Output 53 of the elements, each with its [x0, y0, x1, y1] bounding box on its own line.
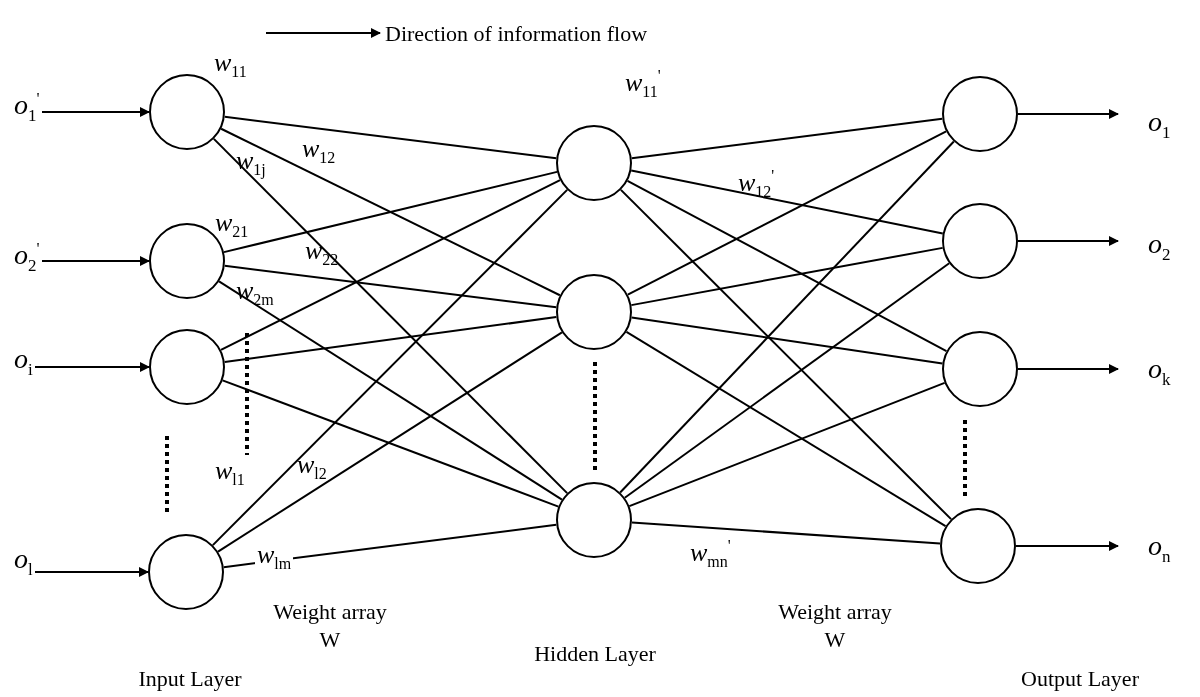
connection-line	[630, 117, 944, 160]
weight-array-label: Weight array W	[777, 598, 893, 653]
connection-line	[628, 381, 946, 508]
connection-line	[625, 330, 947, 528]
input-label: o$_{l}$	[14, 545, 33, 578]
arrow	[41, 107, 150, 117]
connection-line	[626, 130, 948, 296]
layer-label: Output Layer	[1020, 665, 1140, 693]
weight-label: w$_{l1}$	[215, 458, 245, 489]
connection-line	[218, 280, 563, 501]
arrow	[34, 567, 149, 577]
arrow	[1017, 109, 1119, 119]
connection-line	[619, 188, 953, 521]
legend-text: Direction of information flow	[385, 20, 649, 48]
layer-label: Hidden Layer	[533, 640, 657, 668]
weight-label: w$_{21}$	[215, 210, 249, 241]
weight-label: w$_{22}$	[305, 238, 339, 269]
connection-line	[212, 137, 569, 495]
connection-line	[623, 262, 951, 499]
neuron-circle	[556, 125, 632, 201]
connection-line	[217, 331, 563, 553]
arrow	[1017, 236, 1119, 246]
connection-line	[630, 316, 944, 365]
connection-line	[211, 188, 569, 547]
weight-label: w$_{11}$	[214, 50, 247, 81]
arrow	[1017, 364, 1119, 374]
connection-line	[222, 523, 558, 569]
weight-label: w$_{12}$	[302, 136, 336, 167]
connection-line	[626, 179, 948, 353]
connection-line	[630, 169, 944, 235]
input-label: o$_{i}$	[14, 345, 33, 378]
connection-line	[619, 140, 955, 494]
connection-line	[223, 264, 558, 309]
connection-line	[221, 379, 560, 508]
weight-label: w$_{l2}$	[297, 452, 327, 483]
connection-line	[223, 115, 558, 160]
layer-label: Input Layer	[137, 665, 243, 693]
arrow	[34, 362, 150, 372]
output-label: o$_{2}$	[1148, 230, 1171, 263]
connection-line	[630, 521, 942, 545]
connection-line	[223, 316, 558, 363]
weight-label: w$_{1j}$	[236, 148, 266, 179]
connection-line	[222, 170, 559, 254]
connection-line	[220, 127, 561, 297]
arrow	[41, 256, 150, 266]
weight-array-label: Weight array W	[272, 598, 388, 653]
output-label: o$_{n}$	[1148, 532, 1171, 565]
output-label: o$_{k}$	[1148, 355, 1171, 388]
neuron-circle	[556, 482, 632, 558]
output-label: o$_{1}$	[1148, 108, 1171, 141]
connection-line	[630, 246, 944, 307]
arrow	[1015, 541, 1119, 551]
connection-line	[219, 179, 562, 351]
